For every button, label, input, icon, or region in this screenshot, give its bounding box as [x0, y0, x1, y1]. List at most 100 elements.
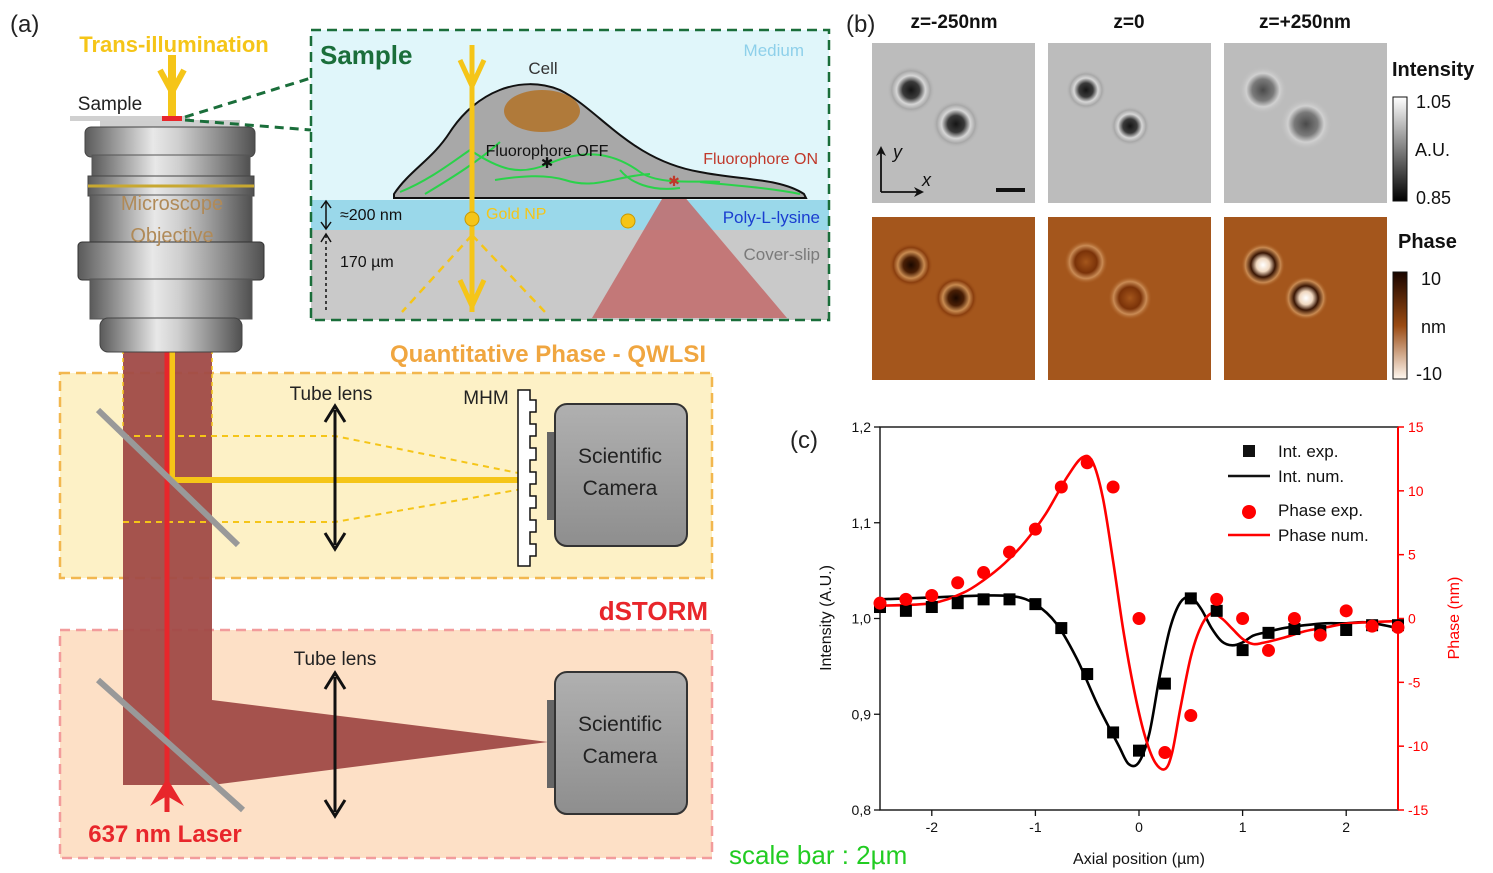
excitation-cone [592, 182, 787, 318]
qwlsi-title: Quantitative Phase - QWLSI [390, 341, 706, 368]
phase-exp-point [1028, 522, 1042, 536]
tube-lens-1-label: Tube lens [290, 384, 373, 405]
laser-label: 637 nm Laser [88, 821, 241, 848]
phase-exp-point [1287, 612, 1301, 625]
scientific-camera-2 [554, 671, 688, 815]
y2-tick-label: 10 [1408, 483, 1424, 499]
thickness-170-label: 170 µm [340, 254, 394, 271]
x-tick-label: 2 [1342, 819, 1350, 835]
nucleus [504, 90, 580, 132]
column-header-2: z=0 [1113, 12, 1144, 33]
trans-illumination-label: Trans-illumination [79, 32, 268, 57]
objective-line2: Objective [130, 225, 213, 247]
gold-np-label: Gold NP [486, 206, 546, 223]
int-exp-point [1029, 598, 1042, 611]
y2-axis-title: Phase (nm) [1446, 577, 1463, 660]
svg-text:✱: ✱ [541, 155, 554, 172]
phase-exp-point [1158, 746, 1172, 760]
y-axis-title: Intensity (A.U.) [818, 565, 835, 671]
phase-exp-point [1313, 628, 1327, 642]
int-exp-point [1107, 726, 1120, 739]
mhm-label: MHM [463, 388, 508, 409]
thickness-200-label: ≈200 nm [340, 207, 402, 224]
y2-tick-label: -5 [1408, 674, 1421, 690]
laser-arrow-icon [150, 778, 184, 806]
phase-exp-point [1106, 480, 1120, 494]
tube-lens-2-label: Tube lens [294, 649, 377, 670]
int-exp-point [1003, 593, 1016, 606]
y2-tick-label: 5 [1408, 547, 1416, 563]
camera-1-line1: Scientific [578, 445, 662, 468]
legend-int-exp: Int. exp. [1278, 442, 1338, 461]
y-tick-label: 0,8 [852, 802, 872, 818]
sample-label: Sample [78, 94, 142, 115]
int-exp-point [1262, 626, 1275, 639]
int-exp-point [951, 597, 964, 610]
column-header-1: z=-250nm [910, 12, 997, 33]
camera-1-line2: Camera [583, 477, 658, 500]
phase-exp-point [1003, 545, 1016, 559]
x-axis-title: Axial position (µm) [1073, 851, 1205, 868]
phase-exp-point [1080, 456, 1094, 470]
inset-title: Sample [320, 40, 413, 70]
int-exp-point [1288, 623, 1301, 636]
cover-slip-label: Cover-slip [743, 245, 820, 264]
int-exp-point [899, 604, 912, 617]
phase-colorbar-title: Phase [1398, 231, 1457, 253]
phase-exp-point [1132, 612, 1146, 625]
camera-2-line2: Camera [583, 745, 658, 768]
phase-exp-point [1236, 612, 1250, 625]
x-tick-label: -2 [926, 819, 939, 835]
int-exp-point [1236, 644, 1249, 657]
phase-exp-point [925, 589, 939, 603]
x-tick-label: 1 [1239, 819, 1247, 835]
y-tick-label: 1,0 [852, 611, 872, 627]
int-exp-point [1340, 623, 1353, 636]
intensity-colorbar [1392, 96, 1408, 202]
phase-unit: nm [1421, 317, 1446, 337]
phase-exp-point [873, 596, 887, 610]
fluorophore-on-label: Fluorophore ON [703, 151, 818, 168]
x-tick-label: -1 [1029, 819, 1042, 835]
microscope-objective: Microscope Objective [77, 120, 265, 353]
intensity-colorbar-title: Intensity [1392, 59, 1475, 81]
phase-exp-point [1210, 592, 1224, 606]
intensity-unit: A.U. [1415, 140, 1450, 160]
y2-tick-label: 0 [1408, 611, 1416, 627]
sample-inset: ✱ ✱ Sample Medium Cell Fluorophore OFF F… [309, 28, 831, 322]
int-exp-point [977, 593, 990, 606]
int-exp-point [1158, 677, 1171, 690]
legend-phase-exp: Phase exp. [1278, 501, 1363, 520]
y-axis-glyph: y [891, 142, 903, 162]
phase-exp-point [899, 592, 913, 606]
svg-text:✱: ✱ [668, 173, 680, 189]
phase-exp-point [1391, 620, 1405, 634]
poly-lysine-label: Poly-L-lysine [723, 208, 820, 227]
phase-exp-point [951, 576, 965, 590]
phase-exp-point [1262, 643, 1275, 657]
cell-label: Cell [528, 59, 557, 78]
scale-bar-note: scale bar : 2µm [729, 840, 907, 870]
phase-exp-point [1054, 480, 1068, 494]
phase-min: -10 [1416, 364, 1442, 384]
cytoskeleton-filaments [399, 141, 801, 195]
panel-a-label: (a) [10, 11, 39, 38]
y-tick-label: 1,1 [852, 515, 872, 531]
panel-a: (a) Quantitative Phase - QWLSI dSTORM 63… [10, 11, 831, 860]
legend-marker-phase-exp [1242, 505, 1256, 519]
objective-line1: Microscope [121, 193, 223, 215]
y2-tick-label: -15 [1408, 802, 1428, 818]
column-header-3: z=+250nm [1259, 12, 1351, 33]
phase-exp-point [1365, 619, 1379, 633]
x-tick-label: 0 [1135, 819, 1143, 835]
int-exp-point [1184, 592, 1197, 605]
mhm-grating [517, 389, 537, 567]
legend-phase-num: Phase num. [1278, 526, 1369, 545]
y2-tick-label: -10 [1408, 738, 1428, 754]
int-exp-point [925, 601, 938, 614]
panel-b: (b) z=-250nm z=0 z=+250nm y x Intensity [846, 11, 1475, 384]
panel-c-label: (c) [790, 427, 818, 454]
dstorm-title: dSTORM [599, 596, 708, 626]
